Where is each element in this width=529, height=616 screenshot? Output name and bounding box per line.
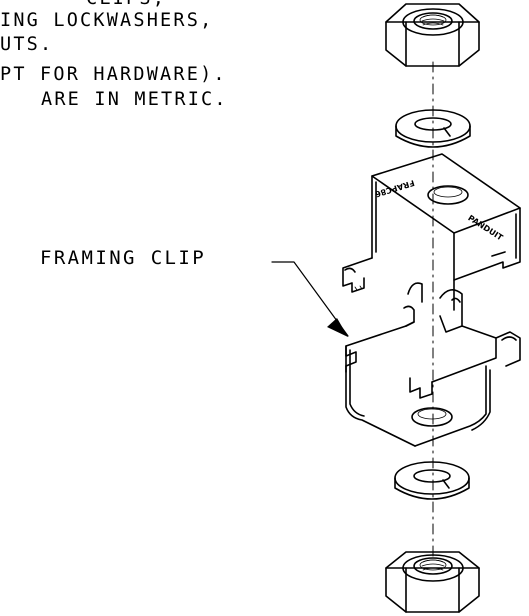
clip-brand-side: PANDUIT (466, 213, 505, 242)
top-hex-nut (385, 3, 480, 67)
framing-clip-callout-label: FRAMING CLIP (40, 247, 207, 269)
callout-arrowhead (327, 318, 348, 337)
framing-clip (342, 153, 521, 447)
bottom-lockwasher (394, 461, 470, 500)
note-line-1: CLIPS, (86, 0, 166, 9)
note-line-5: ARE IN METRIC. (41, 89, 228, 110)
note-line-3: UTS. (0, 34, 54, 55)
note-line-2: ING LOCKWASHERS, (0, 10, 214, 31)
top-lockwasher (395, 109, 471, 148)
note-line-4: PT FOR HARDWARE). (0, 64, 227, 85)
bottom-hex-nut (385, 551, 480, 613)
callout-leader-line (271, 261, 349, 337)
